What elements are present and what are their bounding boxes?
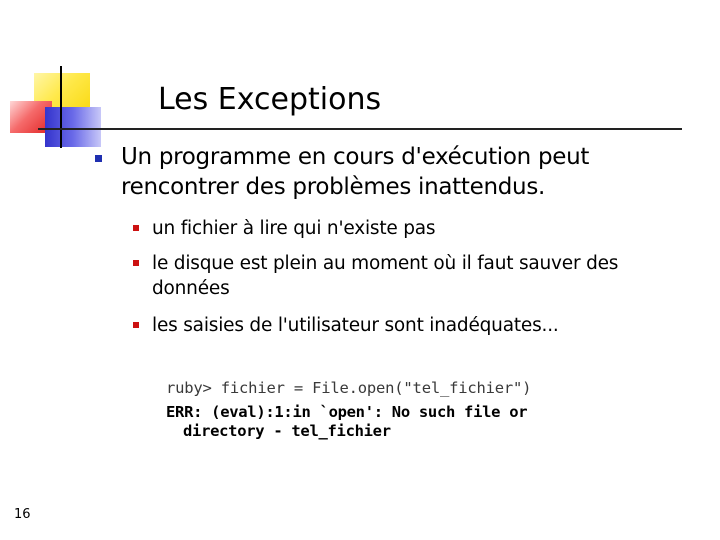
code-error-line: directory - tel_fichier [183,422,391,440]
square-bullet-icon [133,260,139,266]
page-number: 16 [14,507,31,522]
slide-title: Les Exceptions [158,82,382,117]
main-bullet-text: Un programme en cours d'exécution peut r… [121,144,590,200]
code-error-line: ERR: (eval):1:in `open': No such file or [166,403,528,421]
square-bullet-icon [95,155,102,162]
logo-vertical-line [60,66,62,148]
title-underline [38,128,682,130]
square-bullet-icon [133,322,139,328]
sub-bullet-text: le disque est plein au moment où il faut… [152,253,619,299]
sub-bullet-text: un fichier à lire qui n'existe pas [152,218,436,239]
sub-bullet-text: les saisies de l'utilisateur sont inadéq… [152,315,559,336]
square-bullet-icon [133,225,139,231]
code-command: ruby> fichier = File.open("tel_fichier") [166,379,532,397]
logo-blue-square [45,107,101,147]
